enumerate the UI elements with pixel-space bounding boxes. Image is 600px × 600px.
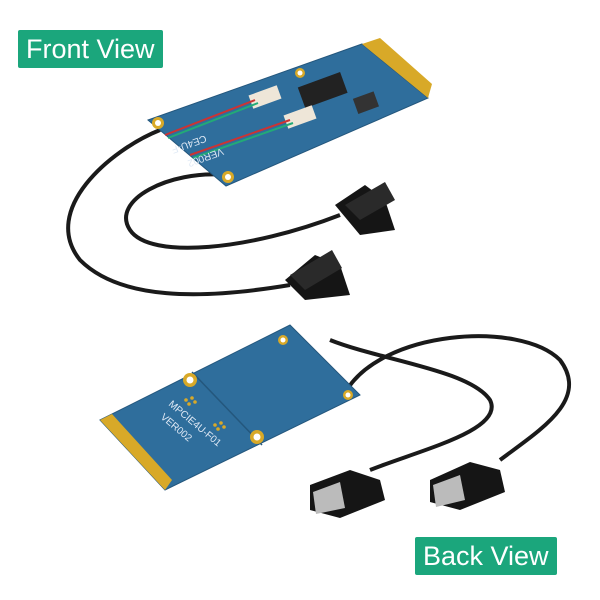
front-usb-connector-2 — [285, 250, 350, 300]
front-board: CE4U-F VER002 — [147, 38, 432, 187]
front-cable-1 — [66, 128, 291, 297]
back-view-label: Back View — [415, 537, 557, 575]
back-cable-1 — [343, 334, 572, 462]
back-usb-connector-2 — [430, 462, 505, 510]
front-cable-2 — [124, 172, 341, 250]
back-usb-connector-1 — [310, 470, 385, 518]
front-usb-connector-1 — [335, 182, 395, 235]
back-cable-2 — [329, 338, 494, 472]
front-view-label: Front View — [18, 30, 163, 68]
back-board: MPCIE4U-F01 VER002 — [99, 324, 361, 491]
